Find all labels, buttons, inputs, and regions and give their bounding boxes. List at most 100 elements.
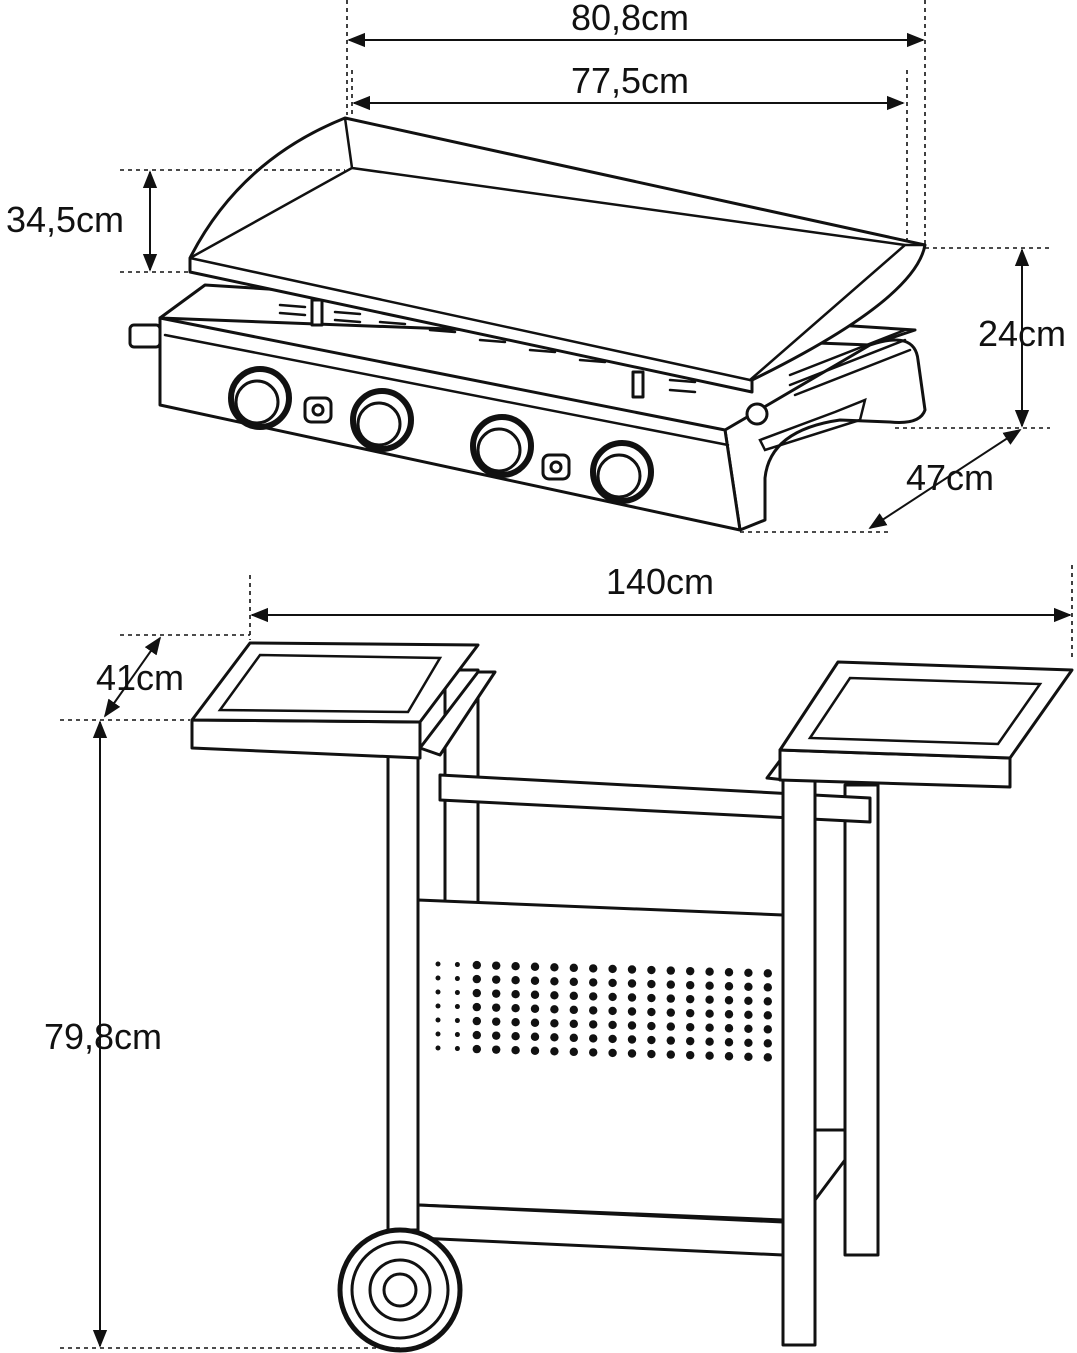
plancha [128,116,927,532]
panel-dot [763,997,772,1006]
panel-dot [744,1010,753,1019]
panel-dot [686,1050,695,1060]
panel-dot [435,975,441,981]
base-front-edge [163,333,730,447]
panel-dot [608,1006,617,1016]
gas-connector [128,323,162,349]
panel-dot [550,963,559,972]
panel-dot [763,1025,772,1034]
panel-dot [647,1035,656,1045]
panel-dot [686,980,695,990]
panel-dot [608,992,617,1002]
panel-dot [492,975,501,984]
knob[interactable] [350,388,414,452]
panel-dot [686,1008,695,1018]
panel-dot [589,978,598,987]
panel-dot [492,1017,501,1026]
panel-dot [686,1036,695,1046]
panel-dot [763,983,772,992]
panel-dot [705,1023,714,1032]
panel-dot [666,1008,675,1017]
panel-dot [569,963,578,973]
panel-dot [472,1030,481,1040]
panel-dot [472,960,481,970]
panel-dot [705,995,714,1004]
knob[interactable] [228,366,292,430]
panel-dot [454,1018,460,1024]
panel-dot [705,1009,714,1018]
panel-dot [724,996,734,1005]
panel-dot [550,991,559,1000]
panel-dot [530,976,540,985]
panel-dot [530,962,540,971]
panel-dot [511,1032,520,1041]
panel-dot [744,996,753,1005]
knob[interactable] [470,414,534,478]
cart [190,641,1074,1353]
panel-dot [608,1020,617,1030]
panel-dot [627,1007,637,1016]
panel-dot [763,969,772,978]
dimension-arrow-shelf-depth [103,636,162,718]
griddle-plate [188,116,927,394]
panel-dot [550,977,559,986]
panel-dot [492,1045,501,1054]
panel-dot [647,1049,656,1059]
panel-dot [550,1019,559,1028]
panel-dot [666,966,675,975]
panel-dot [530,1018,540,1027]
panel-dot [472,988,481,998]
panel-dot [589,992,598,1001]
panel-dot [705,1051,714,1060]
panel-dot [627,1021,637,1030]
panel-dot [608,978,617,988]
panel-dot [492,1003,501,1012]
panel-dot [569,1019,578,1029]
panel-dot [627,1035,637,1044]
panel-dot [666,1036,675,1045]
panel-dot [454,1004,460,1010]
panel-dot [435,1031,441,1037]
dimension-lines [60,0,1073,1349]
panel-dot [492,989,501,998]
panel-dot [647,1007,656,1017]
panel-dot [472,1016,481,1026]
label-overall-width: 80,8cm [571,0,689,38]
right-shelf [765,660,1074,789]
leg-front-left [386,748,420,1232]
panel-dot [666,1050,675,1059]
igniter-button[interactable] [541,453,571,481]
panel-dot [627,1049,637,1058]
panel-dot [763,1039,772,1048]
panel-dot [608,1034,617,1044]
panel-dot [511,1046,520,1055]
vent-slots [278,303,912,397]
panel-dot [454,1032,460,1038]
leg-front-right [781,776,817,1347]
knob[interactable] [590,440,654,504]
panel-dot [608,964,617,974]
panel-dot [705,967,714,976]
panel-dot [492,961,501,970]
panel-dots [435,960,772,1062]
panel-dot [530,1004,540,1013]
panel-dot [435,989,441,995]
panel-dot [550,1033,559,1042]
panel-dot [724,968,734,977]
panel-dot [705,1037,714,1046]
panel-dot [647,965,656,975]
label-cart-height: 79,8cm [44,1016,162,1057]
panel-dot [492,1031,501,1040]
label-cart-width: 140cm [606,561,714,602]
panel-dot [435,1045,441,1051]
lower-strut [813,1128,847,1202]
leg-back-right [843,783,880,1257]
igniter-button[interactable] [303,396,333,424]
panel-dot [472,974,481,984]
panel-dot [569,1033,578,1043]
panel-dot [608,1048,617,1058]
wheel [337,1227,463,1353]
panel-dot [744,1052,753,1062]
